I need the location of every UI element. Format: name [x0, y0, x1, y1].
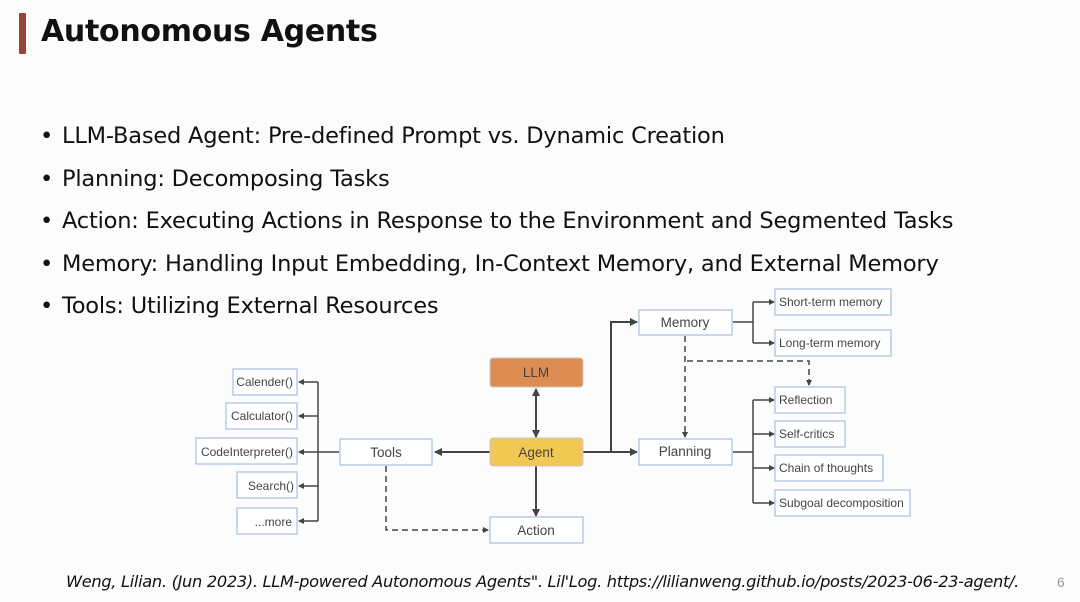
planning-subgoal-decomposition: Subgoal decomposition: [774, 489, 911, 517]
svg-text:Calculator(): Calculator(): [231, 409, 293, 423]
citation: Weng, Lilian. (Jun 2023). LLM-powered Au…: [66, 572, 1019, 591]
node-action: Action: [489, 516, 584, 544]
node-tools: Tools: [339, 438, 433, 466]
bullet-item: •Tools: Utilizing External Resources: [40, 290, 953, 333]
memory-label: Memory: [661, 315, 710, 330]
svg-text:...more: ...more: [255, 515, 293, 529]
bullet-list: •LLM-Based Agent: Pre-defined Prompt vs.…: [40, 120, 953, 333]
svg-text:Search(): Search(): [248, 479, 294, 493]
svg-text:Short-term memory: Short-term memory: [779, 295, 882, 309]
page-number: 6: [1057, 574, 1065, 590]
bullet-icon: •: [40, 293, 54, 319]
svg-text:CodeInterpreter(): CodeInterpreter(): [201, 445, 293, 459]
planning-label: Planning: [659, 444, 712, 459]
agent-label: Agent: [518, 445, 554, 460]
svg-text:Long-term memory: Long-term memory: [779, 336, 880, 350]
edge-tools-action: [385, 466, 489, 533]
tool-search: Search(): [236, 471, 298, 499]
slide-title: Autonomous Agents: [41, 14, 378, 49]
svg-text:Calender(): Calender(): [236, 375, 293, 389]
svg-text:Reflection: Reflection: [779, 393, 832, 407]
planning-chain-of-thoughts: Chain of thoughts: [774, 454, 884, 482]
node-memory: Memory: [638, 309, 733, 336]
memory-long-term: Long-term memory: [774, 329, 892, 357]
svg-text:Chain of thoughts: Chain of thoughts: [779, 461, 873, 475]
edge-memory-reflection: [687, 360, 812, 386]
tool-codeinterpreter: CodeInterpreter(): [195, 437, 298, 465]
connectors: [298, 299, 812, 533]
svg-text:Self-critics: Self-critics: [779, 427, 834, 441]
svg-text:Subgoal decomposition: Subgoal decomposition: [779, 496, 904, 510]
tool-calculator: Calculator(): [225, 402, 298, 430]
bullet-item: •Action: Executing Actions in Response t…: [40, 205, 953, 248]
title-accent-bar: [19, 13, 26, 54]
edge-agent-memory: [610, 318, 638, 452]
node-agent: Agent: [489, 437, 584, 467]
bullet-item: •Planning: Decomposing Tasks: [40, 163, 953, 206]
bullet-item: •LLM-Based Agent: Pre-defined Prompt vs.…: [40, 120, 953, 163]
node-planning: Planning: [638, 438, 733, 466]
action-label: Action: [517, 523, 555, 538]
llm-label: LLM: [523, 365, 549, 380]
bullet-icon: •: [40, 165, 54, 192]
bullet-icon: •: [40, 208, 54, 234]
tool-more: ...more: [236, 507, 298, 535]
bullet-item: •Memory: Handling Input Embedding, In-Co…: [40, 248, 953, 291]
tool-calender: Calender(): [232, 368, 298, 396]
memory-short-term: Short-term memory: [774, 288, 892, 316]
planning-self-critics: Self-critics: [774, 420, 846, 448]
bullet-icon: •: [40, 250, 54, 277]
node-llm: LLM: [489, 357, 584, 388]
bullet-icon: •: [40, 123, 54, 149]
planning-reflection: Reflection: [774, 386, 846, 414]
tools-label: Tools: [370, 445, 402, 460]
